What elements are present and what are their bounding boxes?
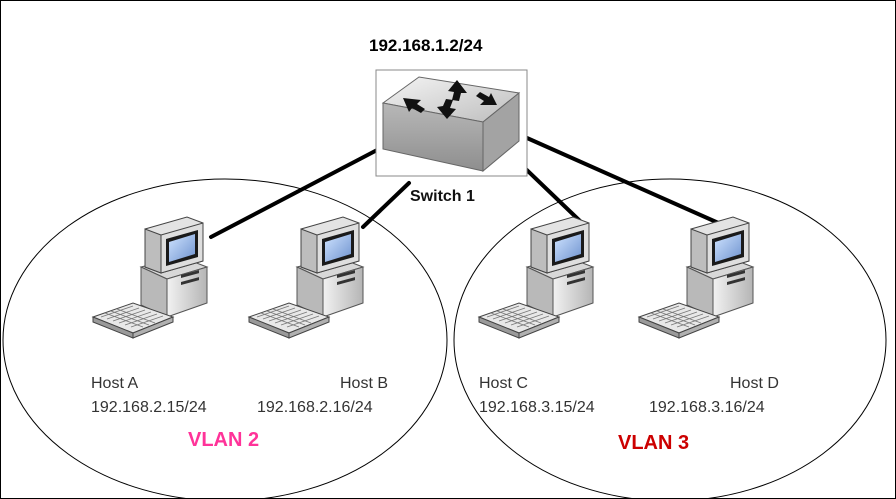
host-b-ip: 192.168.2.16/24: [257, 399, 373, 416]
vlan-3-boundary: [453, 178, 887, 498]
vlan-3-label: VLAN 3: [618, 432, 690, 454]
host-a-computer: [92, 216, 208, 339]
host-d-name: Host D: [730, 375, 779, 392]
link-host-a: [209, 147, 381, 239]
host-a-ip: 192.168.2.15/24: [91, 399, 207, 416]
host-d-ip: 192.168.3.16/24: [649, 399, 765, 416]
network-switch-icon: [375, 69, 528, 177]
vlan-2-boundary: [2, 178, 448, 498]
switch-ip-label: 192.168.1.2/24: [369, 36, 483, 55]
host-c-name: Host C: [479, 375, 528, 392]
host-b-computer: [248, 216, 364, 339]
host-d-computer: [638, 216, 754, 339]
host-a-name: Host A: [91, 375, 139, 392]
host-c-computer: [478, 216, 594, 339]
link-host-d: [525, 136, 743, 235]
host-c-ip: 192.168.3.15/24: [479, 399, 595, 416]
host-b-name: Host B: [340, 375, 389, 392]
link-host-b: [361, 181, 411, 229]
switch-name-label: Switch 1: [410, 188, 475, 205]
vlan-2-label: VLAN 2: [188, 429, 260, 451]
